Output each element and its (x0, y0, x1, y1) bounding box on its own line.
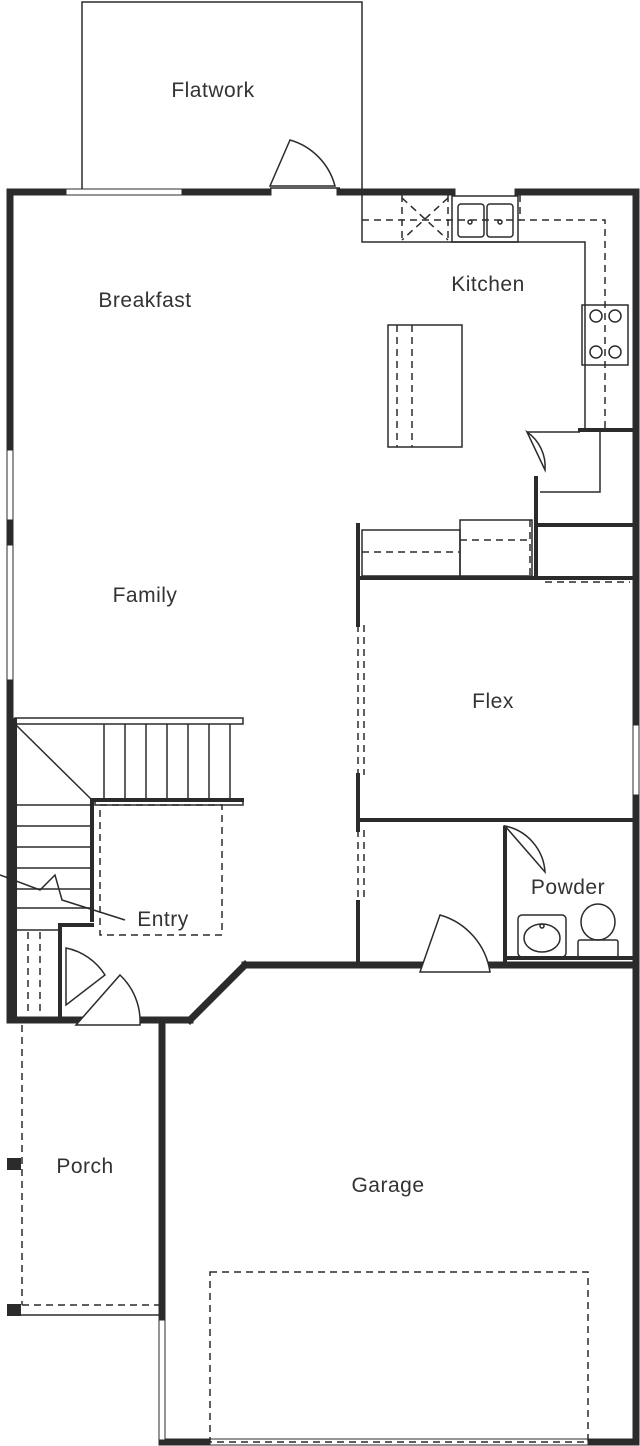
label-powder: Powder (531, 876, 605, 899)
flex-closets (361, 519, 630, 583)
kitchen-sink (451, 195, 519, 243)
entry-closet (15, 929, 60, 1012)
flatwork-patio (81, 1, 363, 190)
flex-openings (357, 625, 365, 902)
powder-door (502, 824, 546, 875)
powder-fixtures (517, 903, 619, 958)
room-labels: Flatwork Breakfast Kitchen Family Flex P… (56, 79, 605, 1197)
label-flex: Flex (472, 690, 514, 713)
interior-walls (13, 428, 638, 1020)
windows (6, 188, 640, 1446)
label-family: Family (113, 584, 178, 607)
label-entry: Entry (137, 908, 189, 931)
front-door (65, 947, 141, 1026)
range-cooktop (581, 304, 629, 366)
porch (12, 1025, 160, 1316)
label-kitchen: Kitchen (451, 273, 525, 296)
pantry-door (525, 429, 601, 493)
stairs (0, 717, 244, 936)
label-porch: Porch (56, 1155, 113, 1178)
garage-parking (209, 1271, 589, 1443)
label-flatwork: Flatwork (171, 79, 254, 102)
label-breakfast: Breakfast (98, 289, 191, 312)
kitchen-island (387, 324, 463, 448)
patio-door (268, 139, 340, 189)
label-garage: Garage (351, 1174, 424, 1197)
garage-door-interior (418, 914, 491, 973)
exterior-walls (6, 188, 640, 1446)
